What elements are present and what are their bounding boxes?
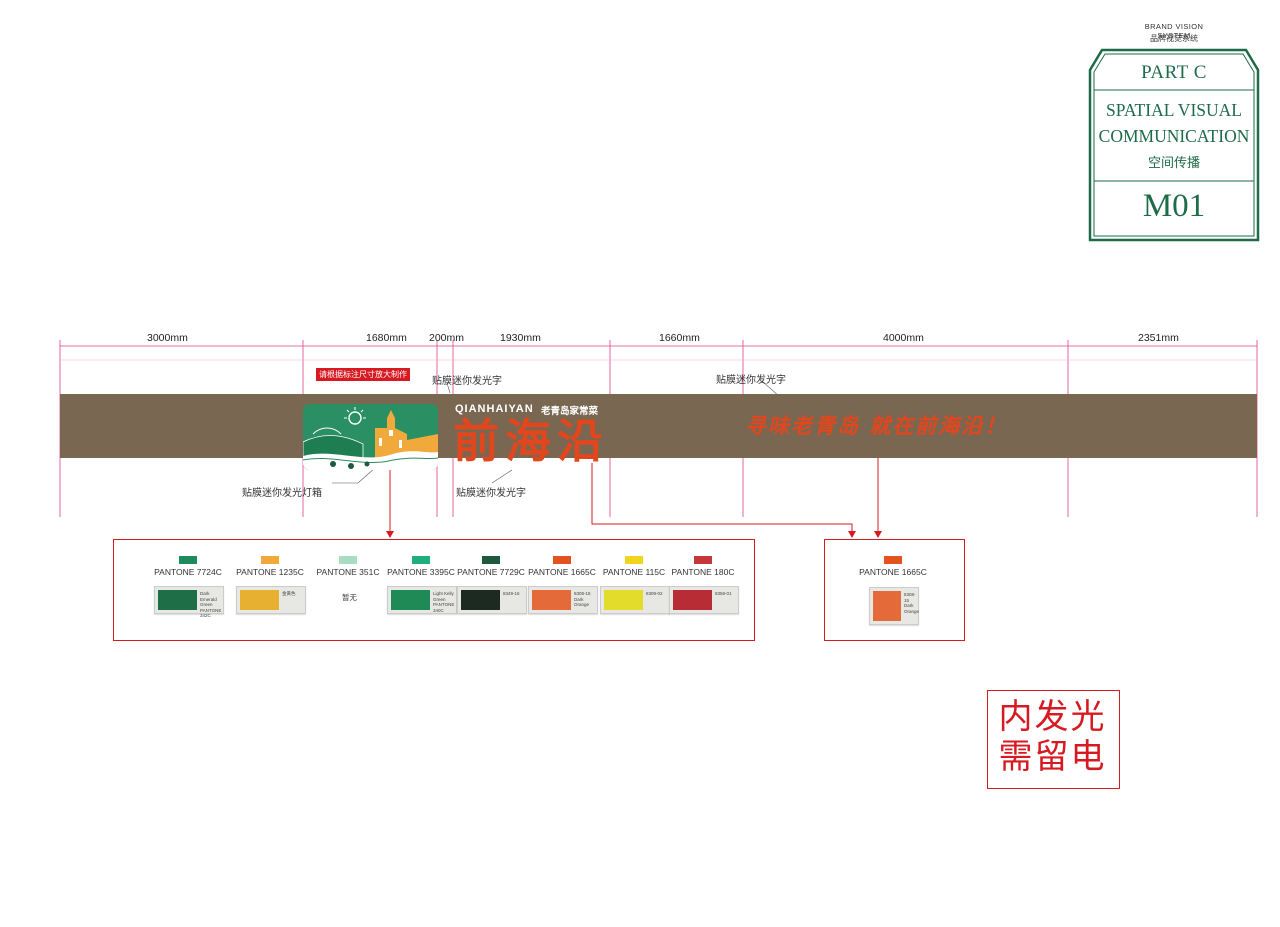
pantone-chip <box>884 556 902 564</box>
brand-vision-system-en: BRAND VISION SYSTEM <box>1144 22 1204 40</box>
dimension-label-1: 3000mm <box>147 332 188 344</box>
color-sample-text: 8349-16 <box>503 591 520 596</box>
brand-vision-system-cn: 品牌视觉系统 <box>1150 34 1198 43</box>
part-label: PART C <box>1141 62 1207 83</box>
dimension-label-6: 4000mm <box>883 332 924 344</box>
pantone-label: PANTONE 1235C <box>236 567 304 577</box>
pantone-chip <box>261 556 279 564</box>
slogan: 寻味老青岛 就在前海沿！ <box>745 414 1008 438</box>
color-sample-card: 8349-16 <box>457 586 527 614</box>
pantone-chip <box>625 556 643 564</box>
color-sample-card: Dark Emerald Green PANTONE 342C <box>154 586 224 618</box>
no-sample-note: 暂无 <box>342 593 357 602</box>
brand-name: 前海沿 <box>453 414 609 468</box>
color-sample-text: Light Kelly Green PANTONE 340C <box>433 591 455 613</box>
dimension-label-5: 1660mm <box>659 332 700 344</box>
color-sample-fill <box>873 591 901 621</box>
pantone-label: PANTONE 180C <box>671 567 735 577</box>
color-sample-text: 8309-02 <box>646 591 663 596</box>
note-mini-letters-slogan: 贴膜迷你发光字 <box>716 375 786 386</box>
qingdao-landscape-illustration <box>303 404 438 470</box>
note-mini-letters-brand-name: 贴膜迷你发光字 <box>456 488 526 499</box>
color-sample-card: 金黄色 <box>236 586 306 614</box>
note-light-box: 贴膜迷你发光灯箱 <box>242 488 322 499</box>
color-sample-fill <box>391 590 430 610</box>
dimension-label-2: 1680mm <box>366 332 407 344</box>
pantone-label: PANTONE 1665C <box>528 567 596 577</box>
power-note-line2: 需留电 <box>998 737 1107 777</box>
power-note-box <box>987 690 1120 789</box>
color-sample-fill <box>158 590 197 610</box>
color-sample-text: Dark Emerald Green PANTONE 342C <box>200 591 222 618</box>
pantone-chip <box>482 556 500 564</box>
power-note-line1: 内发光 <box>998 697 1107 737</box>
pantone-label: PANTONE 3395C <box>387 567 455 577</box>
pantone-label: PANTONE 115C <box>602 567 666 577</box>
color-sample-card: 8309-02 <box>600 586 670 614</box>
pantone-label: PANTONE 1665C <box>859 567 927 577</box>
pantone-label: PANTONE 351C <box>316 567 380 577</box>
color-sample-text: 8308-15 Dark Orange <box>904 592 920 614</box>
pantone-chip <box>179 556 197 564</box>
dimension-label-4: 1930mm <box>500 332 541 344</box>
color-sample-card: Light Kelly Green PANTONE 340C <box>387 586 457 614</box>
color-sample-card: 8308-15 Dark Orange <box>528 586 598 614</box>
section-badge-frame <box>1088 48 1260 242</box>
color-sample-fill <box>461 590 500 610</box>
section-title-cn: 空间传播 <box>1147 156 1200 171</box>
pantone-label: PANTONE 7724C <box>154 567 222 577</box>
brand-tagline: 老青岛家常菜 <box>541 406 599 417</box>
color-sample-fill <box>240 590 279 610</box>
color-sample-text: 金黄色 <box>282 591 296 596</box>
brand-pinyin: QIANHAIYAN <box>455 403 534 415</box>
color-sample-text: 8308-15 Dark Orange <box>574 591 591 607</box>
signage-band <box>60 394 1257 458</box>
color-sample-fill <box>604 590 643 610</box>
dimension-label-7: 2351mm <box>1138 332 1179 344</box>
pantone-chip <box>553 556 571 564</box>
pantone-label: PANTONE 7729C <box>457 567 525 577</box>
pantone-chip <box>412 556 430 564</box>
production-note-tag: 请根据标注尺寸放大制作 <box>316 368 410 381</box>
pantone-chip <box>694 556 712 564</box>
note-mini-letters-brand: 贴膜迷你发光字 <box>432 376 502 387</box>
color-sample-card: 8308-15 Dark Orange <box>869 587 919 625</box>
color-sample-fill <box>532 590 571 610</box>
dimension-label-3: 200mm <box>429 332 465 344</box>
color-sample-fill <box>673 590 712 610</box>
pantone-chip <box>339 556 357 564</box>
light-box-illustration <box>303 404 438 470</box>
section-title-line2: COMMUNICATION <box>1098 126 1250 146</box>
section-code: M01 <box>1142 188 1206 224</box>
color-sample-text: 8358-01 <box>715 591 732 596</box>
section-title-line1: SPATIAL VISUAL <box>1106 100 1242 120</box>
color-sample-card: 8358-01 <box>669 586 739 614</box>
